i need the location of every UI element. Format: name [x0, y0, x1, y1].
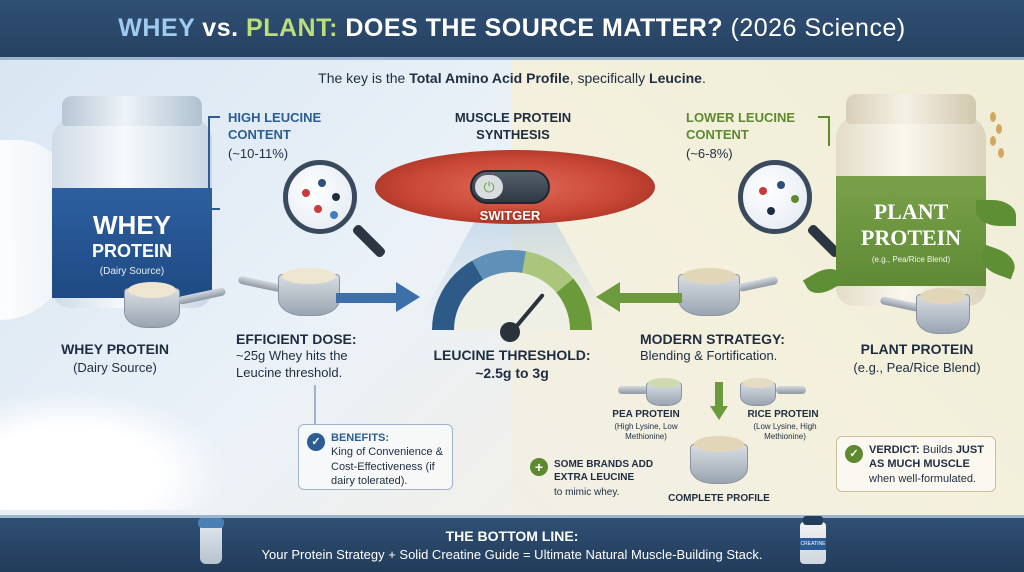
- creatine-label: CREATINE: [800, 538, 826, 550]
- complete-scoop-icon: [684, 436, 754, 486]
- wheat-grain: [998, 148, 1004, 158]
- wheat-grain: [990, 136, 996, 146]
- whey-jar-lid: [62, 96, 202, 126]
- plant-name: PLANT PROTEIN: [860, 341, 974, 357]
- plant-dose-scoop-icon: [672, 262, 782, 318]
- whey-jar-mid-text: PROTEIN: [91, 240, 172, 261]
- subtitle-bold-profile: Total Amino Acid Profile: [409, 70, 570, 86]
- creatine-jar-icon: CREATINE: [800, 516, 826, 564]
- plant-strategy-text: Blending & Fortification.: [640, 348, 778, 363]
- footer-body: Your Protein Strategy + Solid Creatine G…: [261, 547, 763, 562]
- whey-benefits-title: BENEFITS:: [331, 432, 390, 444]
- plant-magnifier-icon: [738, 160, 842, 259]
- whey-leucine-value: (~10-11%): [228, 146, 289, 161]
- title-plant: PLANT:: [246, 14, 338, 42]
- plant-arrow-icon: [596, 282, 682, 312]
- whey-jar-label: WHEY PROTEIN (Dairy Source): [52, 188, 212, 298]
- switch-label: SWITGER: [479, 208, 541, 223]
- power-icon: ⏻: [475, 175, 503, 199]
- whey-name: WHEY PROTEIN: [61, 341, 169, 357]
- plant-strategy-title: MODERN STRATEGY:: [640, 331, 785, 347]
- footer-heading: THE BOTTOM LINE:: [445, 528, 579, 544]
- check-icon: ✓: [307, 433, 325, 451]
- whey-dose-text: ~25g Whey hits the Leucine threshold.: [236, 348, 348, 380]
- whey-jar-small-text: (Dairy Source): [99, 265, 165, 277]
- page-title: WHEY vs. PLANT: DOES THE SOURCE MATTER? …: [118, 14, 905, 43]
- whey-magnifier-icon: [283, 160, 387, 259]
- mps-title: MUSCLE PROTEIN SYNTHESIS: [454, 110, 572, 142]
- plant-leucine-title: LOWER LEUCINE CONTENT: [686, 110, 796, 142]
- pea-text: (High Lysine, Low Methionine): [614, 422, 678, 442]
- whey-arrow-icon: [336, 282, 422, 312]
- header-banner: WHEY vs. PLANT: DOES THE SOURCE MATTER? …: [0, 0, 1024, 60]
- plant-jar-icon: PLANT PROTEIN (e.g., Pea/Rice Blend): [836, 94, 986, 306]
- title-whey: WHEY: [118, 14, 195, 42]
- subtitle-suffix: .: [701, 70, 706, 86]
- whey-jar-big-text: WHEY: [93, 209, 171, 240]
- brands-plus-icon: +: [530, 458, 548, 476]
- subtitle-bold-leucine: Leucine: [649, 70, 702, 86]
- gauge-hub: [500, 322, 520, 342]
- check-icon: ✓: [845, 445, 863, 463]
- plant-jar-label: PLANT PROTEIN (e.g., Pea/Rice Blend): [836, 176, 986, 286]
- whey-benefits-text: King of Convenience & Cost-Effectiveness…: [331, 446, 443, 487]
- plant-jar-big-text-2: PROTEIN: [860, 224, 962, 250]
- whey-dose-title: EFFICIENT DOSE:: [236, 331, 357, 347]
- plant-jar-big-text: PLANT: [873, 198, 949, 224]
- whey-leucine-title: HIGH LEUCINE CONTENT: [228, 110, 322, 142]
- subtitle-prefix: The key is the: [318, 70, 410, 86]
- verdict-text-2: when well-formulated.: [869, 472, 976, 485]
- verdict-box: ✓ VERDICT: Builds JUST AS MUCH MUSCLE wh…: [836, 436, 996, 492]
- plant-source: (e.g., Pea/Rice Blend): [853, 360, 981, 375]
- strategy-arrow-icon: [710, 382, 728, 422]
- wheat-grain: [996, 124, 1002, 134]
- whey-scoop-icon: [120, 282, 230, 332]
- plant-scoop-icon: [879, 288, 990, 338]
- subtitle: The key is the Total Amino Acid Profile,…: [0, 70, 1024, 86]
- title-vs: vs.: [194, 14, 247, 42]
- shaker-bottle-icon: [198, 518, 224, 564]
- threshold-value: ~2.5g to 3g: [475, 365, 549, 381]
- brands-title: SOME BRANDS ADD EXTRA LEUCINE: [554, 459, 654, 483]
- verdict-text-1: Builds: [919, 444, 956, 456]
- pea-title: PEA PROTEIN: [612, 409, 680, 420]
- rice-scoop-icon: [736, 378, 808, 408]
- whey-connector: [314, 385, 316, 425]
- mps-switch[interactable]: ⏻: [470, 170, 550, 204]
- wheat-icon: [990, 112, 996, 122]
- plant-bracket: [818, 116, 830, 146]
- footer-banner: THE BOTTOM LINE: Your Protein Strategy +…: [0, 515, 1024, 572]
- pea-scoop-icon: [618, 378, 690, 408]
- leaf-icon: [976, 200, 1016, 226]
- rice-text: (Low Lysine, High Methionine): [753, 422, 817, 442]
- whey-source: (Dairy Source): [73, 360, 157, 375]
- verdict-emphasis: JUST AS MUCH MUSCLE: [869, 444, 984, 471]
- title-year: (2026 Science): [723, 14, 906, 42]
- rice-title: RICE PROTEIN: [747, 409, 819, 420]
- threshold-title: LEUCINE THRESHOLD:: [433, 347, 591, 363]
- whey-dose-scoop-icon: [237, 262, 348, 318]
- leucine-gauge: [432, 250, 592, 330]
- title-rest: DOES THE SOURCE MATTER?: [337, 14, 724, 42]
- whey-bracket: [208, 116, 220, 210]
- whey-jar-icon: WHEY PROTEIN (Dairy Source): [52, 96, 212, 308]
- complete-profile: COMPLETE PROFILE: [668, 493, 770, 504]
- subtitle-mid: , specifically: [569, 70, 650, 86]
- plant-jar-small-text: (e.g., Pea/Rice Blend): [871, 254, 951, 264]
- whey-benefits-box: ✓ BENEFITS: King of Convenience & Cost-E…: [298, 424, 453, 490]
- verdict-label: VERDICT:: [869, 444, 920, 456]
- plant-leucine-value: (~6-8%): [686, 146, 733, 161]
- brands-text: to mimic whey.: [554, 487, 620, 498]
- milk-splash-bottom-icon: [0, 390, 230, 510]
- plant-jar-lid: [846, 94, 976, 124]
